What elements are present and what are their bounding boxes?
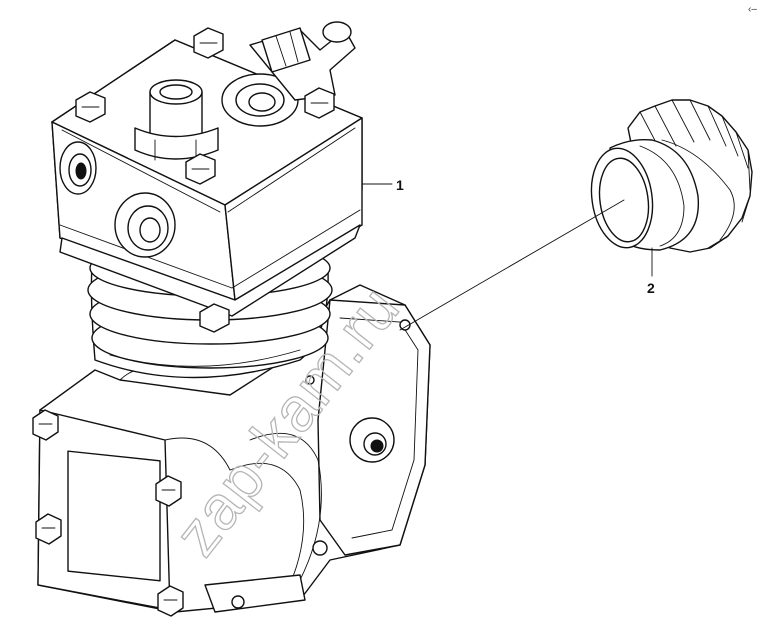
head-bolt — [193, 27, 224, 59]
flange-bolt — [155, 475, 182, 507]
flange-bolt — [32, 409, 59, 441]
head-bolt — [185, 153, 216, 185]
callout-2: 2 — [647, 280, 655, 296]
flange-bolt — [157, 585, 184, 617]
flange-bolt — [35, 513, 62, 545]
callout-1: 1 — [396, 177, 404, 193]
drive-gear — [590, 99, 753, 253]
front-port — [114, 192, 176, 258]
side-port — [59, 141, 97, 195]
head-bolt — [75, 91, 106, 123]
outlet-port — [221, 73, 299, 127]
compressor-assembly — [32, 21, 431, 617]
crankcase — [32, 284, 431, 617]
inlet-fitting — [134, 79, 219, 161]
leader-lines — [361, 183, 653, 331]
gear-axis-line — [399, 199, 625, 331]
corner-mark: ‹– — [748, 4, 757, 15]
head-bolt — [304, 87, 335, 119]
head-bolt — [199, 303, 230, 333]
flange-plate — [67, 450, 161, 582]
